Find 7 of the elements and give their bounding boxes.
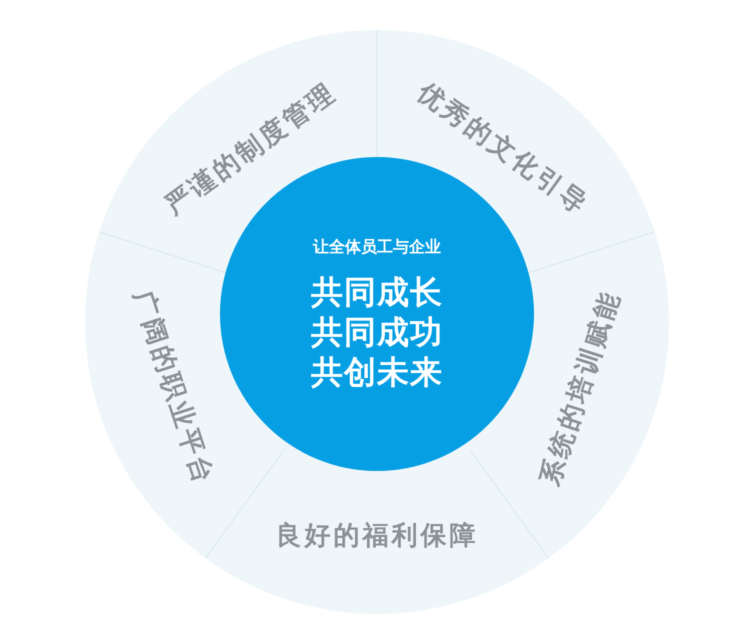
segment-label: 系统的培训赋能 xyxy=(536,288,624,489)
segment-label: 优秀的文化引导 xyxy=(413,78,593,220)
slogan-text: 共同成长共同成功共创未来 xyxy=(310,272,444,392)
subtitle-text: 让全体员工与企业 xyxy=(313,236,441,258)
segment-label: 良好的福利保障 xyxy=(276,523,478,549)
segment-label: 广阔的职业平台 xyxy=(130,288,218,489)
segment-label: 严谨的制度管理 xyxy=(161,78,341,220)
